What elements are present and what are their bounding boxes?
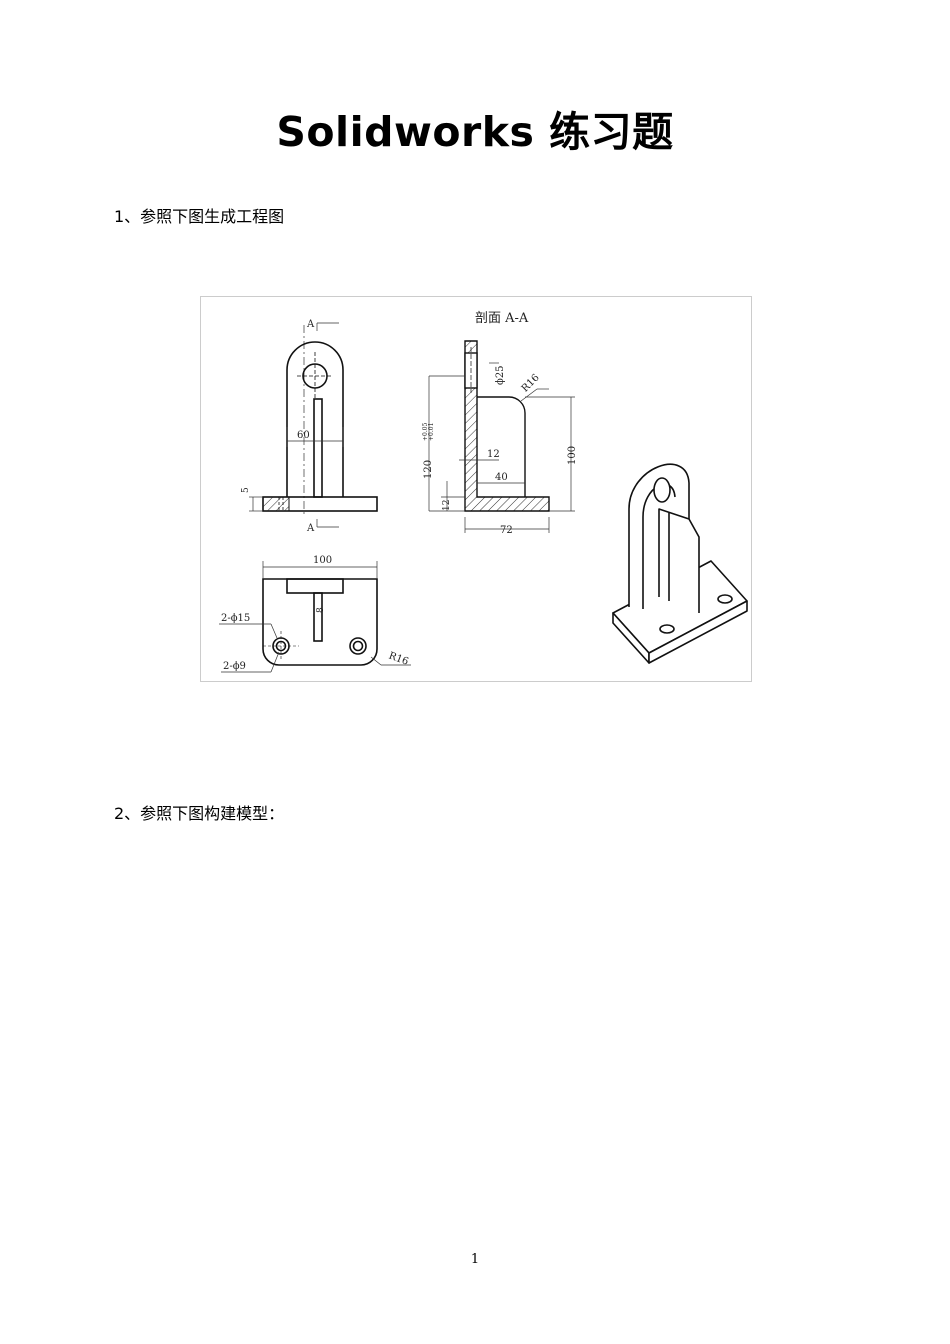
front-view-dimensions — [249, 322, 344, 528]
dim-100-top-label: 100 — [313, 555, 332, 566]
section-mark-bottom: A — [306, 523, 315, 534]
top-view — [262, 578, 378, 666]
isometric-view — [612, 463, 748, 664]
dim-R16-section-label: R16 — [520, 372, 542, 394]
dim-40-label: 40 — [495, 472, 508, 483]
dim-5-label: 5 — [241, 487, 251, 493]
dim-12-side-label: 12 — [442, 500, 452, 511]
dim-12-inner-label: 12 — [487, 449, 500, 460]
front-view — [262, 325, 378, 517]
engineering-drawing-figure: 60 5 A A 剖面 A-A — [200, 296, 752, 682]
section-view-dimensions — [428, 362, 575, 533]
dim-2phi15-label: 2-ϕ15 — [221, 613, 250, 624]
page-title: Solidworks 练习题 — [276, 108, 674, 156]
top-view-dimensions — [219, 561, 411, 673]
dim-100-side-label: 100 — [567, 446, 578, 465]
dim-tol-upper: +0.05 — [422, 422, 429, 441]
section-mark-top: A — [306, 319, 315, 330]
section-title: 剖面 A-A — [475, 311, 529, 326]
section-view — [464, 340, 550, 512]
dim-120-label: 120 — [423, 460, 434, 479]
page-number: 1 — [470, 1252, 480, 1267]
dim-tol-lower: +0.01 — [428, 423, 435, 441]
question-2-text: 2、参照下图构建模型： — [114, 804, 285, 823]
dim-72-label: 72 — [500, 525, 513, 536]
dim-60-label: 60 — [297, 430, 310, 441]
dim-2phi9-label: 2-ϕ9 — [223, 661, 246, 672]
dim-phi25-label: ϕ25 — [495, 365, 506, 385]
question-1-text: 1、参照下图生成工程图 — [114, 207, 285, 226]
dim-8-label: 8 — [316, 607, 326, 613]
engineering-drawing: 60 5 A A 剖面 A-A — [219, 311, 748, 673]
